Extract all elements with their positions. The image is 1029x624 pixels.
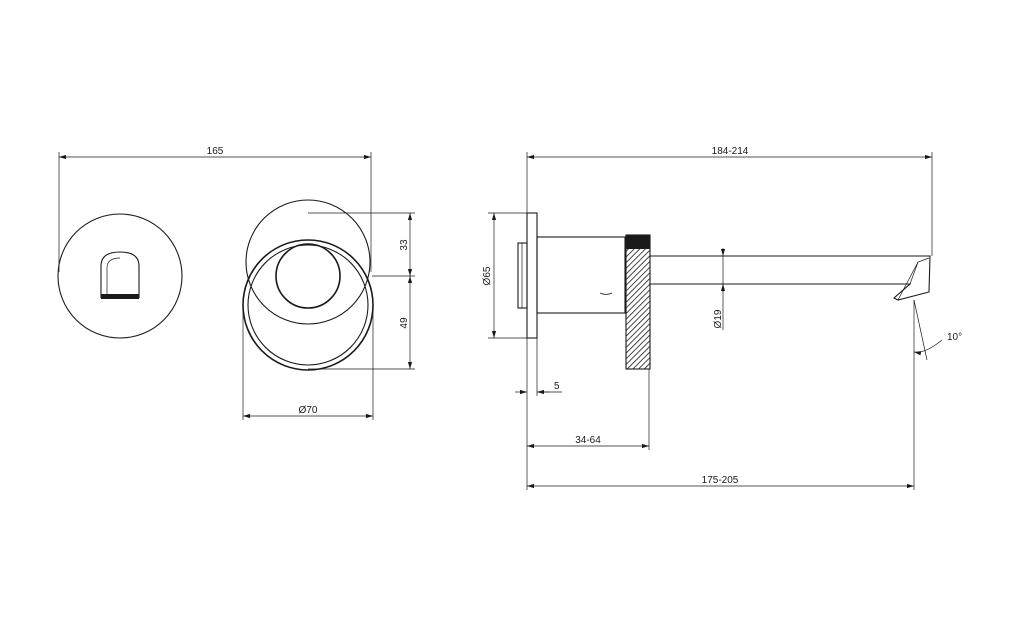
mixer-back-plate <box>245 199 371 325</box>
dim-front-width: 165 <box>58 146 372 272</box>
dim-rosette-diameter: Ø70 <box>242 305 374 420</box>
dim-label-front-width: 165 <box>207 146 224 157</box>
dim-vertical-heights: 33 49 <box>308 212 415 370</box>
dim-body-depth: 34-64 <box>526 369 650 490</box>
spout-pipe <box>650 255 931 301</box>
dim-label-plate-diameter: Ø65 <box>482 266 493 285</box>
dim-spout-reach: 175-205 <box>527 475 914 489</box>
knurled-ring <box>625 234 651 370</box>
mixer-inner-ring <box>247 244 369 366</box>
mixer-outer-ring <box>242 239 374 371</box>
front-view-mixer <box>242 199 374 371</box>
dim-label-body-depth: 34-64 <box>575 435 601 446</box>
dim-label-lower-height: 49 <box>399 317 410 329</box>
spout-body <box>536 236 626 314</box>
dim-label-angle: 10° <box>947 332 962 343</box>
dim-label-plate-thickness: 5 <box>554 381 560 392</box>
spout-outlet-shape <box>100 251 140 298</box>
dim-label-side-total: 184-214 <box>712 146 749 157</box>
spout-rosette-circle <box>57 213 183 339</box>
dim-label-upper-height: 33 <box>399 239 410 251</box>
dim-plate-diameter: Ø65 <box>482 212 527 339</box>
dim-angle: 10° <box>913 299 962 490</box>
dim-plate-thickness: 5 <box>515 338 562 396</box>
dim-label-spout-diameter: Ø19 <box>713 309 724 328</box>
mounting-lip <box>517 242 528 309</box>
wall-plate <box>526 212 538 339</box>
front-view-spout <box>57 213 183 339</box>
dim-label-rosette-diameter: Ø70 <box>299 405 318 416</box>
side-view-spout <box>517 212 931 370</box>
mixer-knob <box>275 243 341 309</box>
spout-aerator <box>101 294 139 299</box>
dim-side-total: 184-214 <box>526 146 933 256</box>
spout-inner-curve <box>106 257 121 298</box>
dim-label-spout-reach: 175-205 <box>702 475 739 486</box>
dim-spout-diameter: Ø19 <box>713 248 726 330</box>
